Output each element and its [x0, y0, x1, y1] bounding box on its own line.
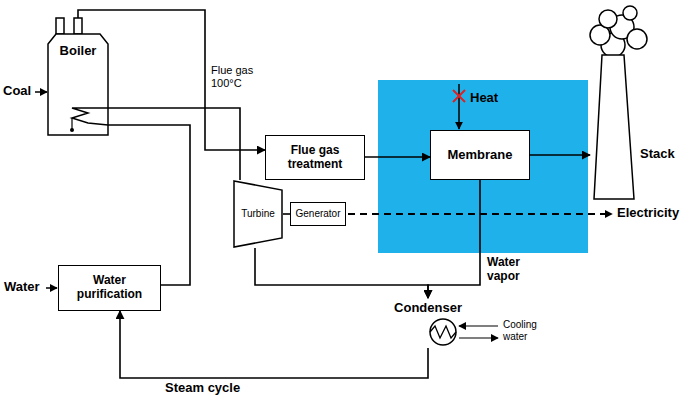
boiler-shape-outline: [48, 18, 108, 135]
feed-arrow: [35, 91, 47, 93]
edge-label: Flue gas 100°C: [211, 64, 265, 89]
free-label: Coal: [3, 84, 31, 99]
flow-line: [283, 213, 290, 215]
cooling-arrow: [459, 325, 498, 326]
generator-box: Generator: [290, 202, 346, 226]
node-text: Stack: [640, 147, 675, 162]
free-label: Water: [4, 280, 40, 295]
boiler-shape: Boiler: [48, 18, 108, 135]
node-text: Boiler: [60, 44, 97, 59]
free-label: Cooling water: [503, 319, 545, 342]
flow-line: [108, 108, 240, 180]
cooling-arrow: [459, 337, 498, 338]
edge-label: Steam cycle: [165, 381, 240, 396]
stack-chimney-outline: [590, 5, 690, 200]
process-box: Water purification: [58, 265, 161, 311]
process-box: Flue gas treatment: [265, 135, 365, 180]
node-text: Membrane: [447, 148, 512, 163]
turbine-symbol: Turbine: [233, 180, 283, 248]
condenser-symbol: Condenser: [388, 298, 468, 348]
node-text: Condenser: [394, 301, 462, 316]
membrane-zone: [378, 80, 588, 253]
flow-line: [428, 180, 480, 298]
node-text: Generator: [295, 208, 340, 220]
flow-line: [120, 311, 428, 378]
free-label: Electricity: [617, 206, 679, 221]
free-label: Heat: [470, 91, 498, 106]
feed-arrow: [46, 287, 57, 289]
flow-line: [255, 248, 428, 298]
node-text: Water purification: [65, 274, 155, 302]
heat-cross: [453, 90, 465, 102]
process-box: Membrane: [430, 130, 530, 180]
flow-line: [108, 125, 190, 285]
heat-arrow: [458, 84, 460, 129]
flow-line: [365, 156, 430, 158]
stack-chimney: Stack: [590, 5, 690, 200]
heat-cross: [453, 90, 465, 102]
node-text: Turbine: [241, 208, 275, 220]
node-text: Flue gas treatment: [272, 144, 359, 172]
edge-label: Water vapor: [485, 256, 533, 284]
flow-line: [530, 154, 590, 156]
